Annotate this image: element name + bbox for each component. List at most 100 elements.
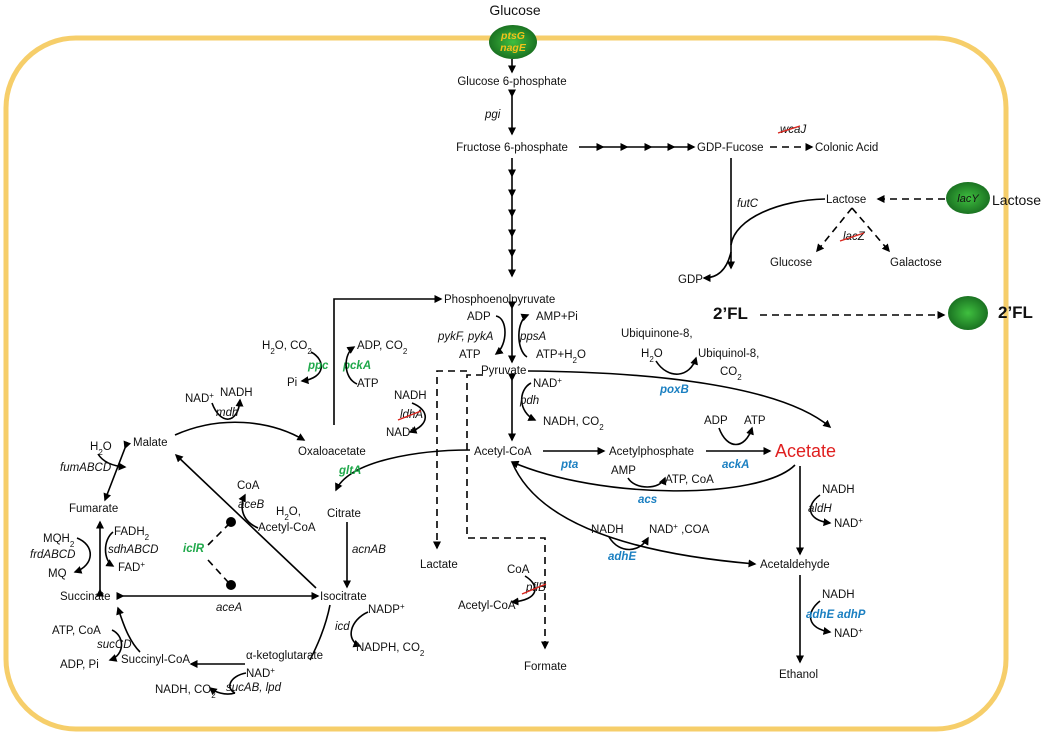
nadh-adhE-label: NADH [591,524,624,536]
co2-pox-label: CO2 [720,366,742,382]
oxaloacetate-label: Oxaloacetate [298,446,366,458]
futC-gene: futC [737,198,759,210]
ppsA-gene: ppsA [519,331,547,343]
lacZ-gene: lacZ [843,231,866,243]
ackA-gene: ackA [722,459,750,471]
ubiquinol-label: Ubiquinol-8, [698,348,759,360]
acetylcoa-pfl-label: Acetyl-CoA [458,600,516,612]
nadh-aldh-label: NADH [822,484,855,496]
ethanol-label: Ethanol [779,669,818,681]
poxB-gene: poxB [659,384,689,396]
succinate-label: Succinate [60,591,111,603]
pyruvate-label: Pyruvate [481,365,526,377]
adhE-adhP-gene: adhE adhP [806,609,866,621]
fumarate-label: Fumarate [69,503,118,515]
amp-pi-label: AMP+Pi [536,311,578,323]
nadp-icd-label: NADP+ [368,602,405,617]
pta-gene: pta [560,459,579,471]
atp-h2o-label: ATP+H2O [536,349,586,365]
glucose-ext-label: Glucose [489,2,541,18]
g6p-label: Glucose 6-phosphate [457,76,566,88]
nad-adh-label: NAD+ [834,626,863,641]
nadph-co2-icd-label: NADPH, CO2 [356,642,425,658]
amp-acs-label: AMP [611,465,636,477]
nad-coa-adhE-label: NAD+ ,COA [649,522,710,537]
nadh-mdh-label: NADH [220,387,253,399]
fad-label: FAD+ [118,560,145,575]
ubiquinone-label: Ubiquinone-8, [621,328,693,340]
ppc-gene: ppc [307,360,329,372]
iclR-gene: iclR [183,543,205,555]
h2o-fum-label: H2O [90,441,112,457]
fadh2-label: FADH2 [114,526,150,542]
nad-pdh-label: NAD+ [533,376,562,391]
atp-coa-suc-label: ATP, CoA [52,625,101,637]
acetate-label: Acetate [775,441,836,461]
lactate-label: Lactate [420,559,458,571]
adp-pyk-label: ADP [467,311,491,323]
acetaldehyde-label: Acetaldehyde [760,559,830,571]
mq-label: MQ [48,568,67,580]
nadh-adh-label: NADH [822,589,855,601]
twofl-exporter [948,296,988,330]
mdh-gene: mdh [216,407,238,419]
gdp-fucose-label: GDP-Fucose [697,142,763,154]
twofl-in-label: 2’FL [713,304,748,323]
pykF-pykA-gene: pykF, pykA [437,331,494,343]
aceB-repression-dot [226,517,236,527]
nadh-co2-pdh-label: NADH, CO2 [543,416,604,432]
frdABCD-gene: frdABCD [30,549,75,561]
coa-aceB-label: CoA [237,480,260,492]
f6p-label: Fructose 6-phosphate [456,142,568,154]
nad-suc-label: NAD+ [246,666,275,681]
nagE-label: nagE [500,42,527,54]
acetyl-coa-label: Acetyl-CoA [474,446,532,458]
wcaJ-gene: wcaJ [780,124,806,136]
acs-gene: acs [638,494,657,506]
aceB-gene: aceB [238,499,265,511]
lactose-ext-label: Lactose [992,192,1041,208]
glucose-in-label: Glucose [770,257,812,269]
galactose-label: Galactose [890,257,942,269]
atp-ack-label: ATP [744,415,766,427]
formate-label: Formate [524,661,567,673]
h2o-co2-ppc-label: H2O, CO2 [262,340,312,356]
colanic-acid-label: Colonic Acid [815,142,878,154]
atp-pyk-label: ATP [459,349,481,361]
nad-ldh-label: NAD+ [386,425,415,440]
atp-coa-acs-label: ATP, CoA [665,474,714,486]
lactose-in-label: Lactose [826,194,866,206]
h2o-acetylcoa-aceB-label: H2O, [276,506,301,522]
coa-pfl-label: CoA [507,564,530,576]
akg-label: α-ketoglutarate [246,650,323,662]
adp-pi-suc-label: ADP, Pi [60,659,99,671]
aceA-gene: aceA [216,602,243,614]
fumABCD-gene: fumABCD [60,462,111,474]
acnAB-gene: acnAB [352,544,386,556]
sucCD-gene: sucCD [97,639,132,651]
aceA-repression-dot [226,580,236,590]
lacY-label: lacY [957,193,979,205]
nadh-co2-suc-label: NADH, CO2 [155,684,216,700]
atp-pck-label: ATP [357,378,379,390]
gltA-gene: gltA [338,465,361,477]
h2o-pox-label: H2O [641,348,663,364]
acetylphosphate-label: Acetylphosphate [609,446,694,458]
succinyl-coa-label: Succinyl-CoA [121,654,190,666]
twofl-ext-label: 2’FL [998,303,1033,322]
gdp-label: GDP [678,274,703,286]
citrate-label: Citrate [327,508,361,520]
pgi-gene: pgi [484,109,501,121]
acetylcoa-aceB-label: Acetyl-CoA [258,522,316,534]
adp-co2-pck-label: ADP, CO2 [357,340,408,356]
nad-mdh-label: NAD+ [185,391,214,406]
nadh-ldh-label: NADH [394,390,427,402]
lacY-transporter [946,182,990,214]
aldH-gene: aldH [808,503,832,515]
malate-label: Malate [133,437,168,449]
sdhABCD-gene: sdhABCD [108,544,159,556]
ptsG-label: ptsG [500,30,525,42]
adp-ack-label: ADP [704,415,728,427]
pckA-gene: pckA [342,360,371,372]
pep-label: Phosphoenolpyruvate [444,294,555,306]
